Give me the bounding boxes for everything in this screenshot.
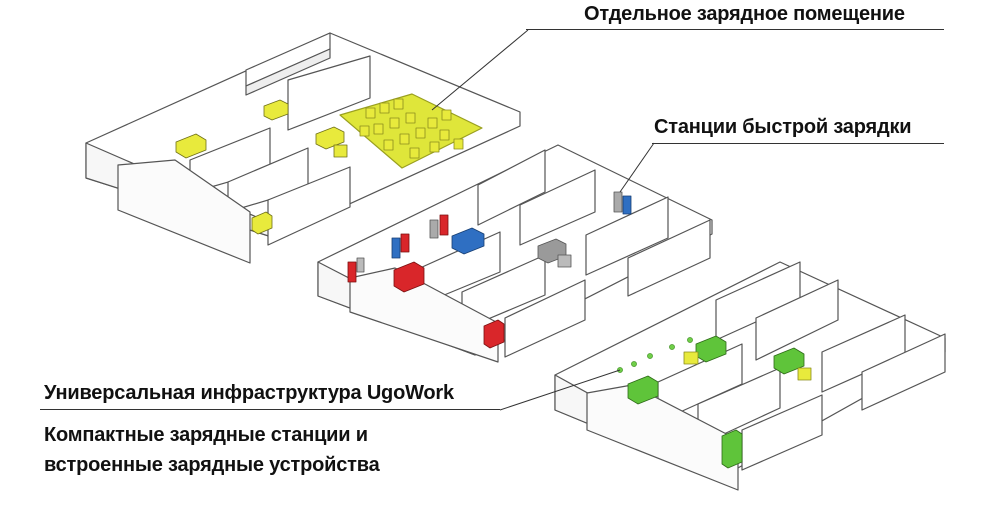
- underline-universal-infra: [40, 409, 500, 410]
- underline-fast-stations: [652, 143, 944, 144]
- label-universal-infrastructure: Универсальная инфраструктура UgoWork: [42, 378, 456, 408]
- label-compact-line1: Компактные зарядные станции и: [44, 424, 368, 446]
- warehouse-compact-chargers: [554, 261, 946, 491]
- underline-separate-room: [526, 29, 944, 30]
- label-separate-charging-room: Отдельное зарядное помещение: [582, 0, 907, 28]
- warehouse-separate-charging-room: [85, 32, 521, 264]
- label-fast-charging-stations: Станции быстрой зарядки: [652, 112, 914, 142]
- label-compact-chargers: Компактные зарядные станции и встроенные…: [42, 420, 382, 480]
- label-compact-line2: встроенные зарядные устройства: [44, 454, 380, 476]
- warehouse-fast-charging-stations: [317, 144, 713, 363]
- leader-lines: [431, 29, 655, 411]
